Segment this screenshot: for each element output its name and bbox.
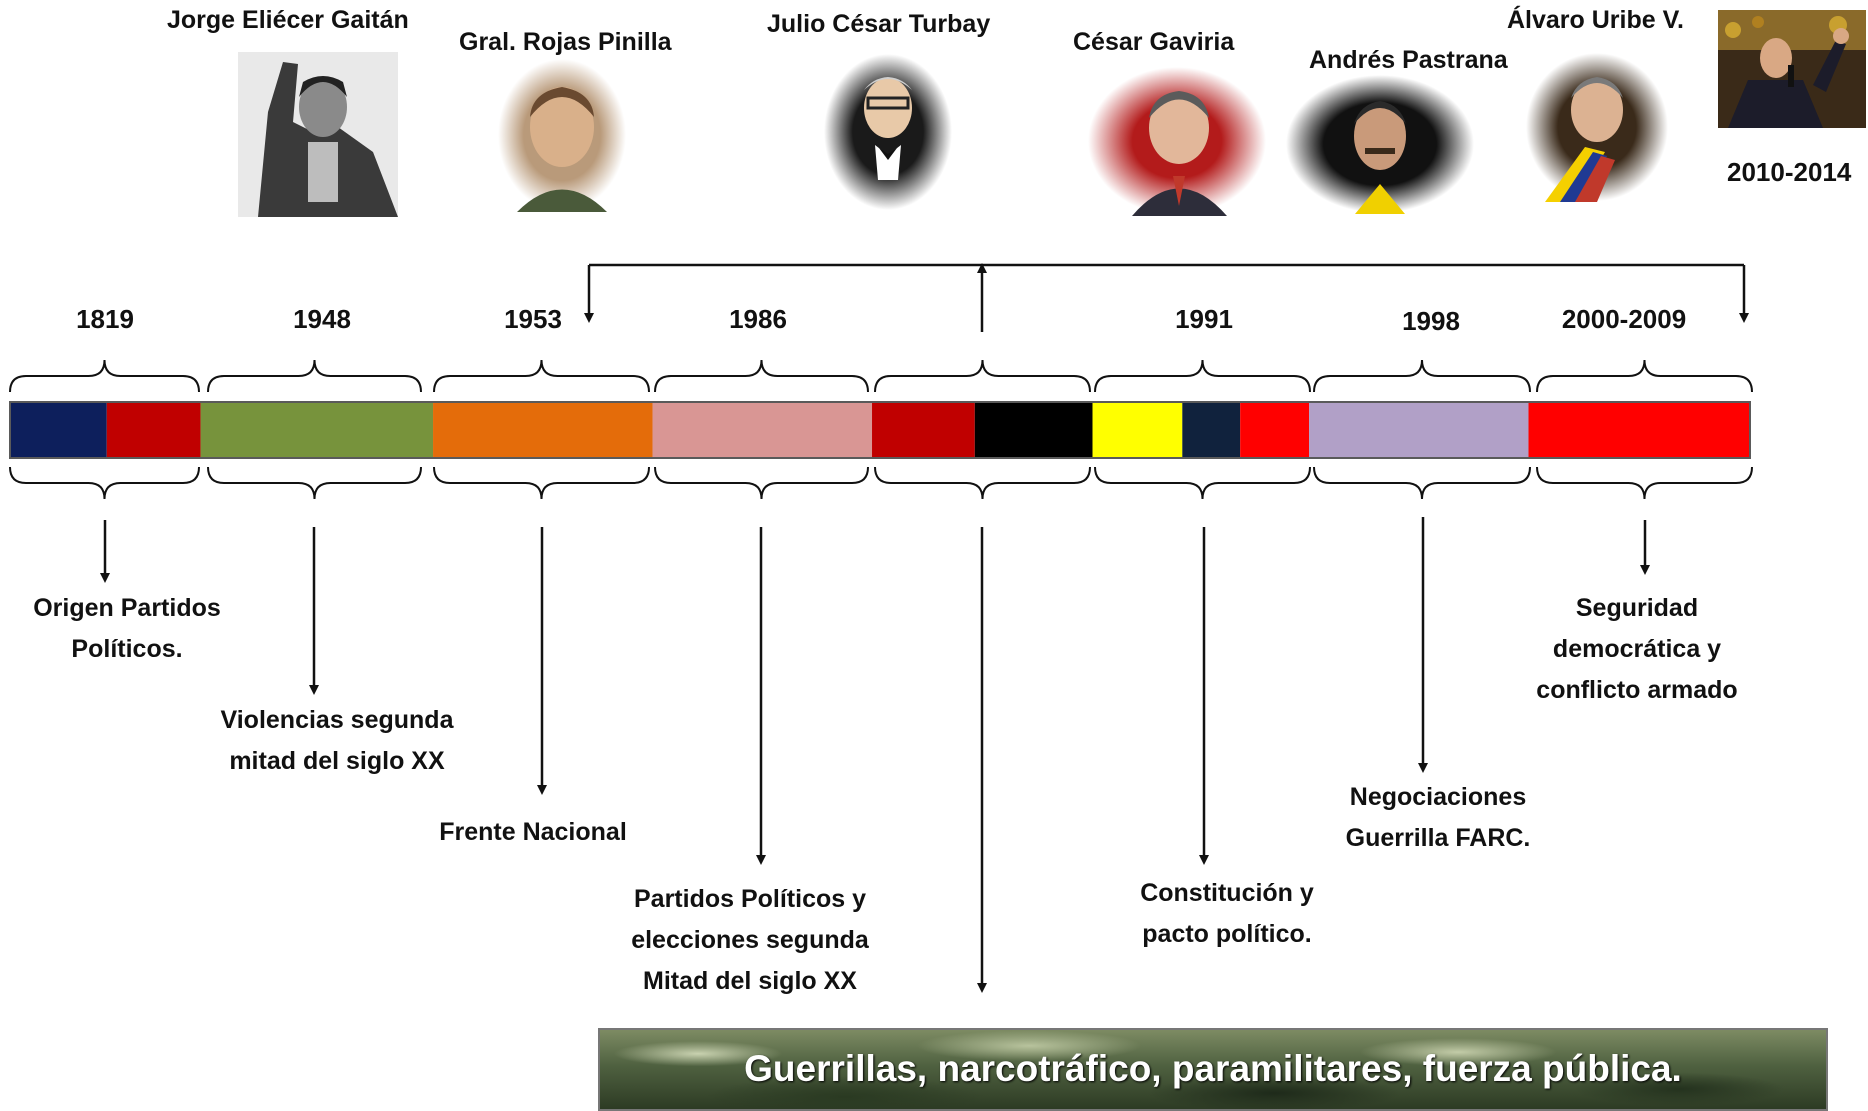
year-label-1986: 1986 — [729, 304, 787, 334]
event-seguridad-democratica: Seguridad democrática y conflicto armado — [1536, 588, 1737, 711]
person-name-gaitan: Jorge Eliécer Gaitán — [167, 6, 409, 34]
year-label-1948: 1948 — [293, 304, 351, 334]
portrait-gaitan — [238, 52, 398, 217]
timeline-segment — [1528, 403, 1749, 457]
brace-top — [9, 466, 200, 500]
person-name-rojas-pinilla: Gral. Rojas Pinilla — [459, 28, 672, 56]
event-line: elecciones segunda — [631, 926, 869, 954]
brace-bottom — [207, 359, 422, 393]
event-origen-partidos: Origen Partidos Políticos. — [33, 588, 221, 670]
year-label-1998: 1998 — [1402, 306, 1460, 336]
brace-bottom — [1536, 359, 1753, 393]
timeline-segment — [1092, 403, 1183, 457]
event-line: democrática y — [1552, 635, 1722, 663]
portrait-pastrana — [1286, 75, 1474, 214]
brace-bottom — [1094, 359, 1311, 393]
event-line: Políticos. — [71, 635, 183, 663]
event-violencias: Violencias segunda mitad del siglo XX — [221, 700, 454, 782]
timeline-segment — [1309, 403, 1529, 457]
timeline-segment — [652, 403, 873, 457]
portrait-gaviria — [1088, 67, 1266, 216]
portrait-2010-2014 — [1718, 10, 1866, 128]
timeline-segment — [433, 403, 653, 457]
timeline-bar — [9, 401, 1751, 459]
brace-top — [207, 466, 422, 500]
year-label-2000-2009: 2000-2009 — [1561, 304, 1687, 334]
event-partidos-elecciones: Partidos Políticos y elecciones segunda … — [631, 879, 869, 1002]
event-frente-nacional: Frente Nacional — [439, 812, 627, 853]
brace-top — [433, 466, 650, 500]
brace-top — [1536, 466, 1753, 500]
timeline-segment — [106, 403, 201, 457]
event-line: Origen Partidos — [33, 594, 221, 622]
event-constitucion: Constitución y pacto político. — [1140, 873, 1314, 955]
timeline-segment — [974, 403, 1093, 457]
event-line: Seguridad — [1575, 594, 1699, 622]
brace-top — [1313, 466, 1531, 500]
person-name-pastrana: Andrés Pastrana — [1309, 46, 1508, 74]
event-line: Violencias segunda — [220, 706, 454, 734]
timeline-segment — [872, 403, 975, 457]
brace-bottom — [433, 359, 650, 393]
portrait-rojas-pinilla — [498, 59, 626, 212]
year-label-1991: 1991 — [1175, 304, 1233, 334]
period-label: 2010-2014 — [1727, 157, 1852, 187]
event-negociaciones-farc: Negociaciones Guerrilla FARC. — [1346, 777, 1531, 859]
conflict-banner: Guerrillas, narcotráfico, paramilitares,… — [598, 1028, 1828, 1111]
person-name-gaviria: César Gaviria — [1073, 28, 1235, 56]
year-label-1953: 1953 — [504, 304, 562, 334]
event-line: Frente Nacional — [439, 818, 627, 846]
event-line: Constitución y — [1140, 879, 1314, 907]
event-line: pacto político. — [1142, 920, 1312, 948]
brace-bottom — [1313, 359, 1531, 393]
brace-bottom — [874, 359, 1091, 393]
timeline-segment — [11, 403, 107, 457]
event-line: Partidos Políticos y — [633, 885, 867, 913]
person-name-uribe: Álvaro Uribe V. — [1507, 6, 1684, 34]
brace-top — [1094, 466, 1311, 500]
timeline-segment — [1182, 403, 1241, 457]
event-line: Mitad del siglo XX — [643, 967, 857, 995]
banner-text: Guerrillas, narcotráfico, paramilitares,… — [744, 1048, 1682, 1089]
event-line: conflicto armado — [1536, 676, 1738, 704]
brace-bottom — [654, 359, 869, 393]
year-label-1819: 1819 — [76, 304, 134, 334]
timeline-segment — [200, 403, 434, 457]
portrait-uribe — [1526, 53, 1668, 202]
timeline-segment — [1240, 403, 1310, 457]
event-line: Guerrilla FARC. — [1345, 824, 1531, 852]
event-line: Negociaciones — [1349, 783, 1527, 811]
person-name-turbay: Julio César Turbay — [767, 10, 991, 38]
portrait-turbay — [824, 54, 952, 210]
brace-bottom — [9, 359, 200, 393]
brace-top — [654, 466, 869, 500]
brace-top — [874, 466, 1091, 500]
event-line: mitad del siglo XX — [229, 747, 445, 775]
